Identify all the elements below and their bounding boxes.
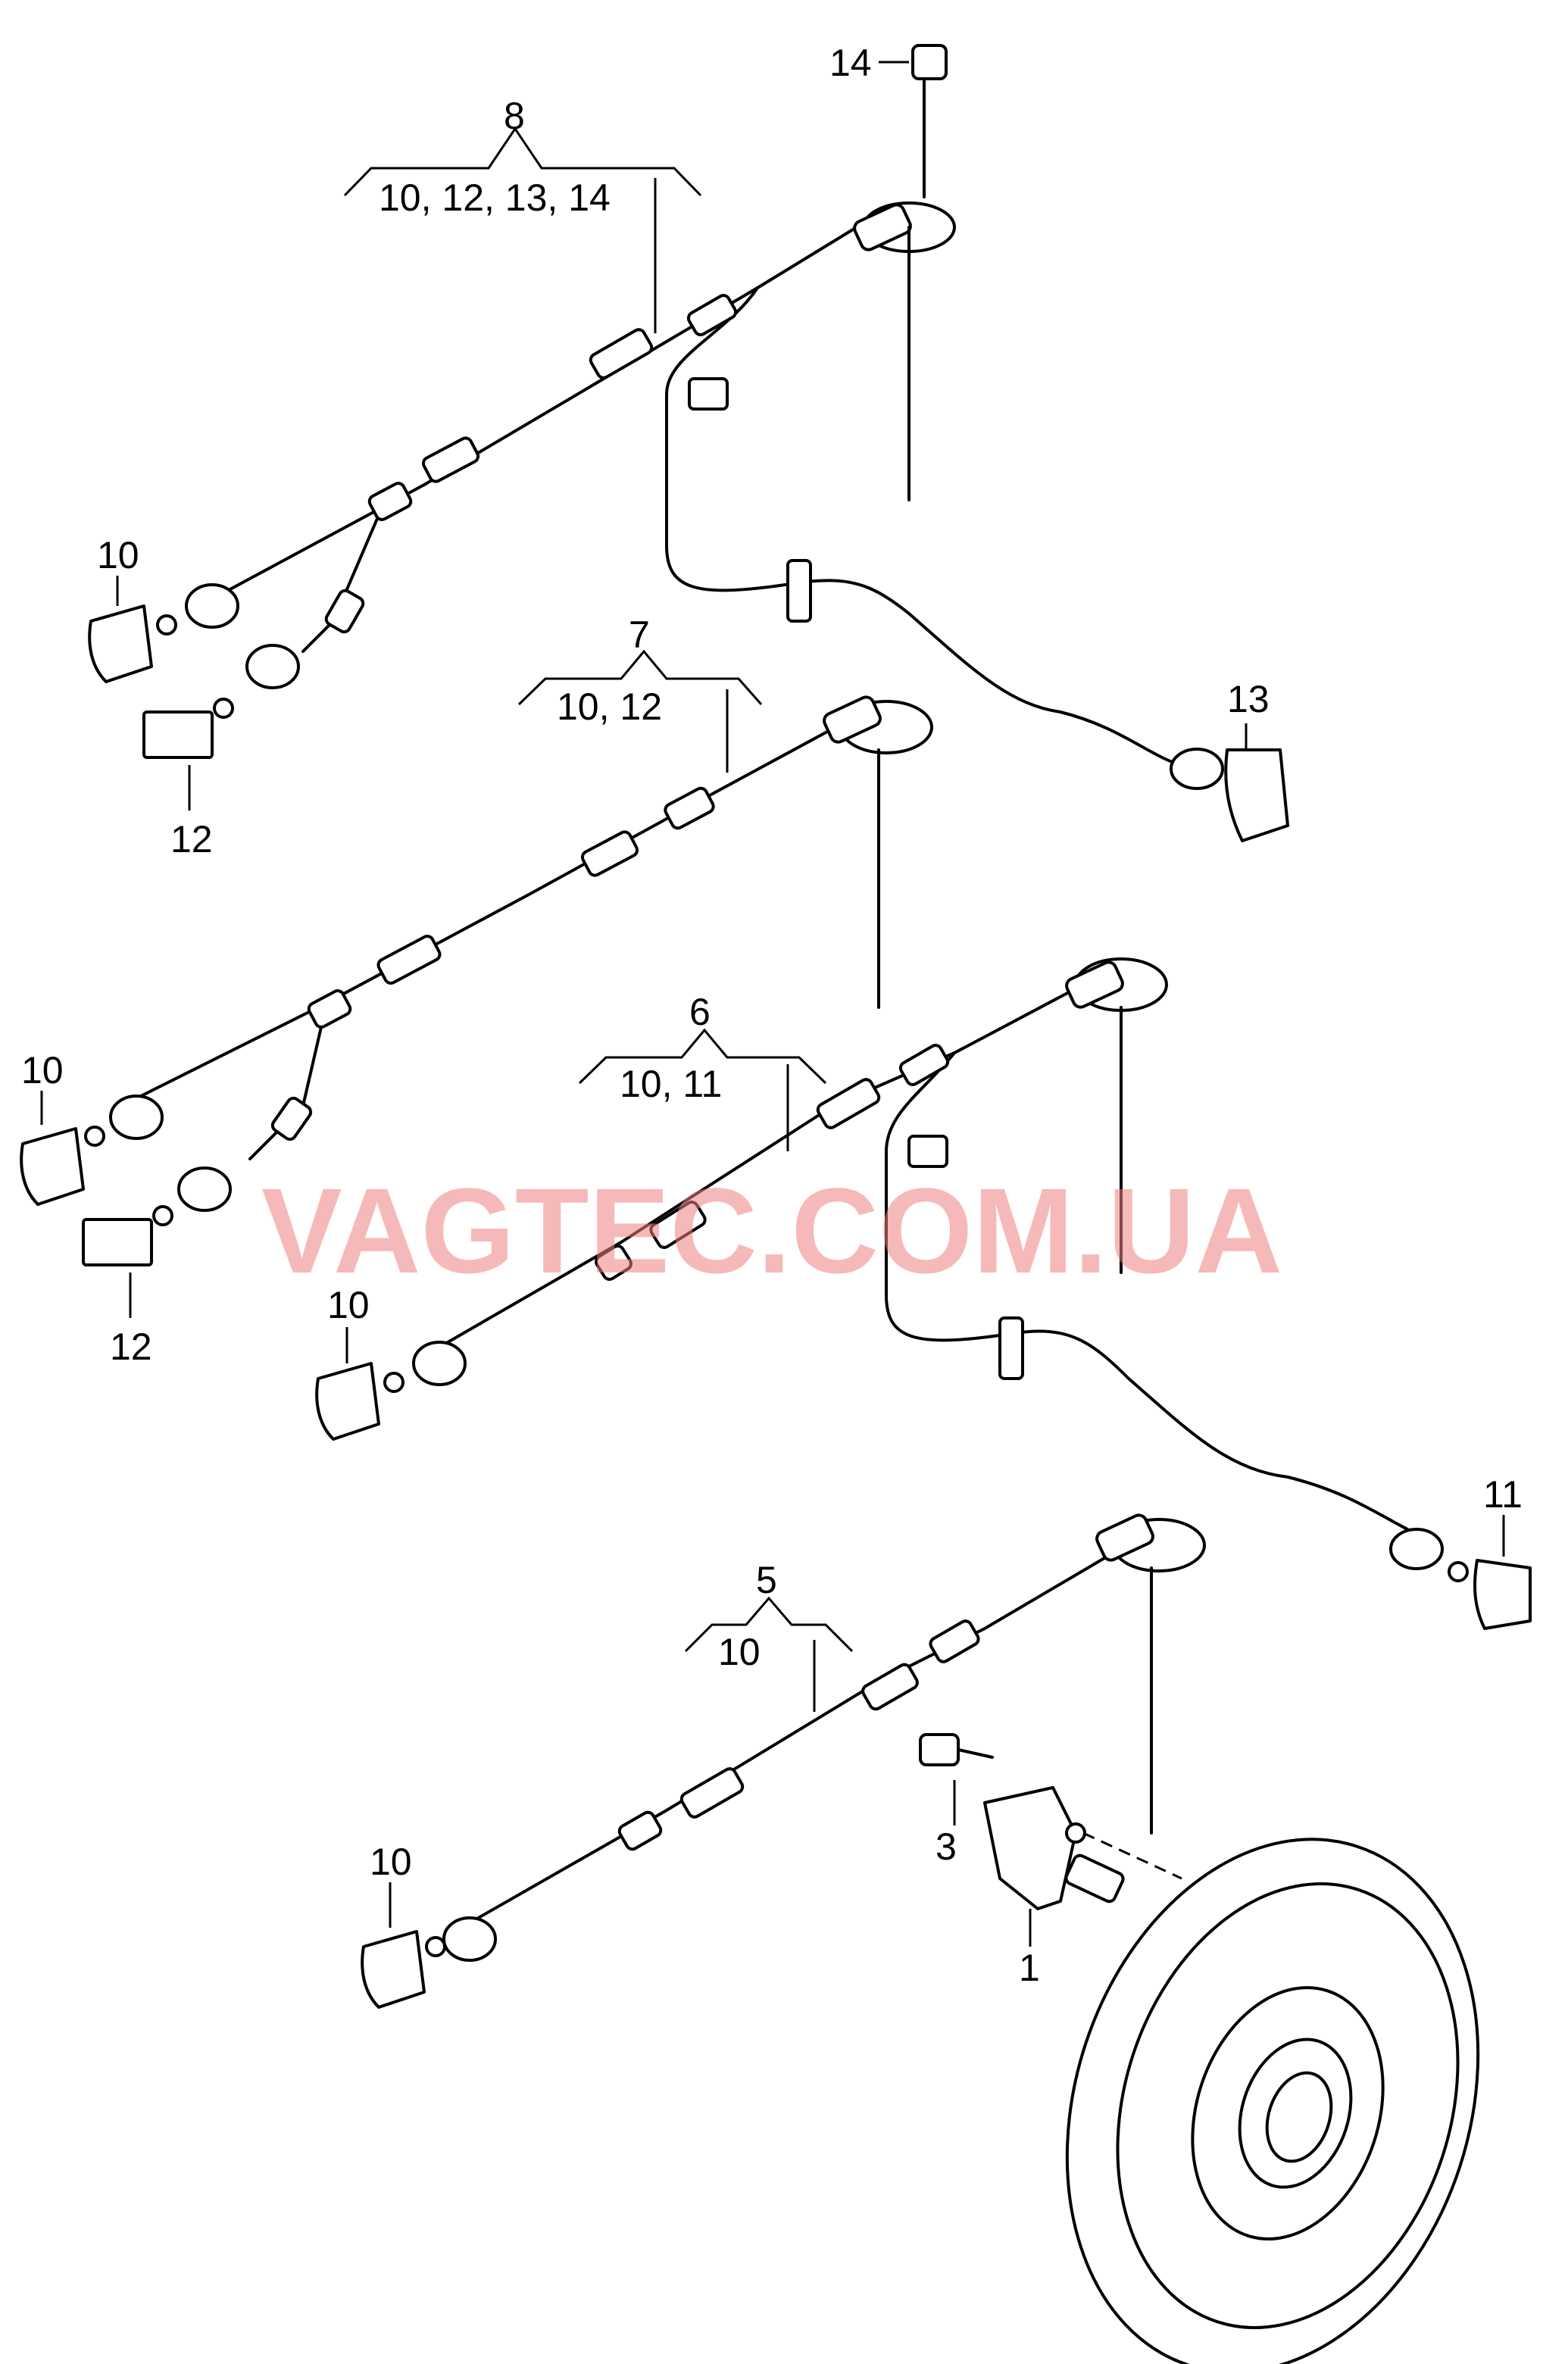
callout-10-harness-6: 10 (327, 1284, 370, 1326)
callout-6: 6 (689, 991, 711, 1033)
callout-8: 8 (504, 95, 525, 137)
callout-10-harness-8: 10 (97, 534, 139, 576)
harness-8 (88, 44, 1289, 842)
callout-10-harness-5: 10 (370, 1841, 412, 1883)
watermark: VAGTEC.COM.UA (261, 1163, 1282, 1298)
callout-7: 7 (629, 614, 650, 656)
callout-7-includes: 10, 12 (557, 685, 662, 728)
callout-12-harness-8: 12 (170, 818, 213, 860)
harness-5 (361, 1513, 1206, 2009)
callout-5: 5 (756, 1559, 777, 1601)
callout-1: 1 (1019, 1947, 1040, 1989)
callout-8-includes: 10, 12, 13, 14 (379, 176, 611, 219)
callout-14: 14 (829, 42, 872, 84)
callout-11: 11 (1483, 1473, 1523, 1516)
harness-7 (20, 689, 933, 1266)
callout-6-includes: 10, 11 (620, 1063, 722, 1105)
wheel-speed-sensor-assembly (919, 1733, 1480, 2364)
callout-10-harness-7: 10 (21, 1049, 64, 1091)
callout-5-includes: 10 (718, 1631, 761, 1673)
callout-13: 13 (1227, 678, 1270, 720)
callout-3: 3 (935, 1825, 957, 1868)
harness-6 (315, 957, 1532, 1630)
callout-12-harness-7: 12 (110, 1326, 152, 1368)
